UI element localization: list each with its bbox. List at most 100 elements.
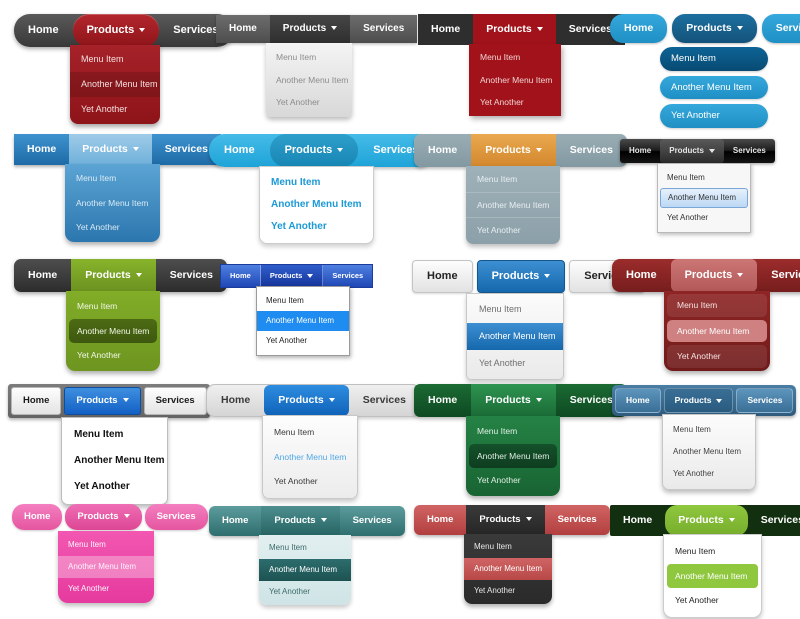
menu-item-1[interactable]: Menu Item: [466, 167, 560, 193]
menu-item-3[interactable]: Yet Another: [667, 345, 767, 368]
menu-item-3[interactable]: Yet Another: [77, 350, 121, 360]
nav-item-home[interactable]: Home: [610, 14, 668, 43]
nav-item-services[interactable]: Services: [771, 269, 800, 281]
menu-item-3[interactable]: Yet Another: [274, 476, 318, 486]
menu-item-2[interactable]: Another Menu Item: [69, 318, 157, 343]
nav-item-products[interactable]: Products: [69, 134, 152, 165]
menu-item-1[interactable]: Menu Item: [68, 540, 106, 549]
nav-item-home[interactable]: Home: [412, 260, 473, 293]
nav-item-services[interactable]: Services: [373, 144, 419, 156]
menu-item-3[interactable]: Yet Another: [477, 475, 521, 485]
menu-item-3[interactable]: Yet Another: [480, 97, 524, 107]
nav-item-home[interactable]: Home: [27, 143, 57, 155]
nav-item-products[interactable]: Products: [269, 15, 351, 43]
menu-item-1[interactable]: Menu Item: [269, 543, 307, 552]
menu-item-3[interactable]: Yet Another: [76, 222, 120, 232]
menu-item-1[interactable]: Menu Item: [673, 425, 711, 434]
menu-item-2[interactable]: Another Menu Item: [660, 188, 748, 208]
nav-item-products[interactable]: Products: [471, 384, 556, 417]
menu-item-3[interactable]: Yet Another: [74, 481, 130, 492]
menu-item-1[interactable]: Menu Item: [660, 47, 768, 71]
menu-item-2[interactable]: Another Menu Item: [466, 193, 560, 218]
nav-item-home[interactable]: Home: [615, 388, 661, 413]
nav-item-products[interactable]: Products: [72, 14, 160, 47]
nav-item-services[interactable]: Services: [569, 144, 613, 156]
menu-item-2[interactable]: Another Menu Item: [58, 556, 154, 578]
nav-item-products[interactable]: Products: [260, 265, 324, 287]
nav-item-products[interactable]: Products: [663, 388, 734, 413]
nav-item-services[interactable]: Services: [760, 514, 800, 526]
nav-item-home[interactable]: Home: [431, 23, 461, 35]
menu-item-1[interactable]: Menu Item: [271, 177, 321, 188]
menu-item-2[interactable]: Another Menu Item: [480, 74, 553, 85]
nav-item-products[interactable]: Products: [65, 504, 142, 530]
menu-item-1[interactable]: Menu Item: [77, 301, 118, 311]
nav-item-home[interactable]: Home: [428, 394, 458, 406]
nav-item-services[interactable]: Services: [169, 269, 213, 281]
menu-item-2[interactable]: Another Menu Item: [667, 563, 758, 588]
menu-item-3[interactable]: Yet Another: [673, 469, 715, 478]
nav-item-services[interactable]: Services: [557, 514, 597, 525]
menu-item-2[interactable]: Another Menu Item: [259, 559, 351, 581]
menu-item-2[interactable]: Another Menu Item: [673, 447, 742, 456]
nav-item-services[interactable]: Services: [761, 14, 800, 43]
nav-item-home[interactable]: Home: [623, 514, 653, 526]
nav-item-services[interactable]: Services: [569, 394, 613, 406]
menu-item-3[interactable]: Yet Another: [276, 97, 320, 107]
menu-item-1[interactable]: Menu Item: [667, 173, 705, 182]
nav-item-home[interactable]: Home: [28, 269, 58, 281]
menu-item-2[interactable]: Another Menu Item: [70, 72, 160, 97]
nav-item-home[interactable]: Home: [12, 504, 63, 530]
menu-item-2[interactable]: Another Menu Item: [271, 199, 362, 210]
menu-item-3[interactable]: Yet Another: [266, 336, 308, 345]
nav-item-products[interactable]: Products: [269, 134, 359, 167]
nav-item-products[interactable]: Products: [466, 505, 545, 535]
menu-item-1[interactable]: Menu Item: [81, 54, 124, 64]
menu-item-2[interactable]: Another Menu Item: [660, 75, 768, 99]
nav-item-home[interactable]: Home: [629, 146, 652, 155]
menu-item-1[interactable]: Menu Item: [266, 296, 304, 305]
nav-item-home[interactable]: Home: [427, 514, 454, 525]
nav-item-services[interactable]: Services: [736, 388, 794, 413]
menu-item-1[interactable]: Menu Item: [479, 304, 522, 314]
nav-item-home[interactable]: Home: [221, 394, 251, 406]
nav-item-services[interactable]: Services: [568, 23, 612, 35]
menu-item-1[interactable]: Menu Item: [76, 173, 117, 183]
menu-item-2[interactable]: Another Menu Item: [76, 197, 149, 208]
nav-item-products[interactable]: Products: [672, 14, 757, 43]
menu-item-3[interactable]: Yet Another: [269, 587, 311, 596]
nav-item-products[interactable]: Products: [670, 259, 758, 292]
menu-item-1[interactable]: Menu Item: [667, 294, 767, 317]
menu-item-2[interactable]: Another Menu Item: [667, 319, 767, 342]
menu-item-1[interactable]: Menu Item: [474, 542, 512, 551]
nav-item-home[interactable]: Home: [626, 269, 657, 281]
menu-item-2[interactable]: Another Menu Item: [467, 323, 563, 350]
menu-item-2[interactable]: Another Menu Item: [276, 74, 349, 85]
menu-item-3[interactable]: Yet Another: [271, 221, 327, 232]
menu-item-3[interactable]: Yet Another: [68, 584, 110, 593]
nav-item-products[interactable]: Products: [64, 387, 141, 415]
nav-item-products[interactable]: Products: [473, 14, 556, 45]
nav-item-home[interactable]: Home: [221, 265, 261, 287]
nav-item-home[interactable]: Home: [222, 515, 249, 526]
menu-item-2[interactable]: Another Menu Item: [274, 451, 347, 462]
menu-item-2[interactable]: Another Menu Item: [469, 443, 557, 468]
nav-item-services[interactable]: Services: [143, 387, 207, 415]
nav-item-services[interactable]: Services: [144, 504, 208, 530]
nav-item-services[interactable]: Services: [732, 146, 766, 155]
nav-item-home[interactable]: Home: [229, 23, 257, 34]
nav-item-services[interactable]: Services: [332, 271, 364, 280]
menu-item-1[interactable]: Menu Item: [480, 52, 521, 62]
menu-item-3[interactable]: Yet Another: [479, 358, 526, 368]
menu-item-1[interactable]: Menu Item: [276, 52, 317, 62]
nav-item-services[interactable]: Services: [173, 24, 219, 36]
menu-item-3[interactable]: Yet Another: [474, 586, 516, 595]
nav-item-services[interactable]: Services: [363, 23, 405, 34]
menu-item-2[interactable]: Another Menu Item: [257, 311, 349, 331]
menu-item-1[interactable]: Menu Item: [477, 426, 518, 436]
menu-item-3[interactable]: Yet Another: [477, 225, 521, 235]
nav-item-home[interactable]: Home: [224, 144, 255, 156]
menu-item-3[interactable]: Yet Another: [675, 595, 719, 605]
nav-item-products[interactable]: Products: [261, 506, 340, 536]
nav-item-products[interactable]: Products: [660, 139, 724, 163]
